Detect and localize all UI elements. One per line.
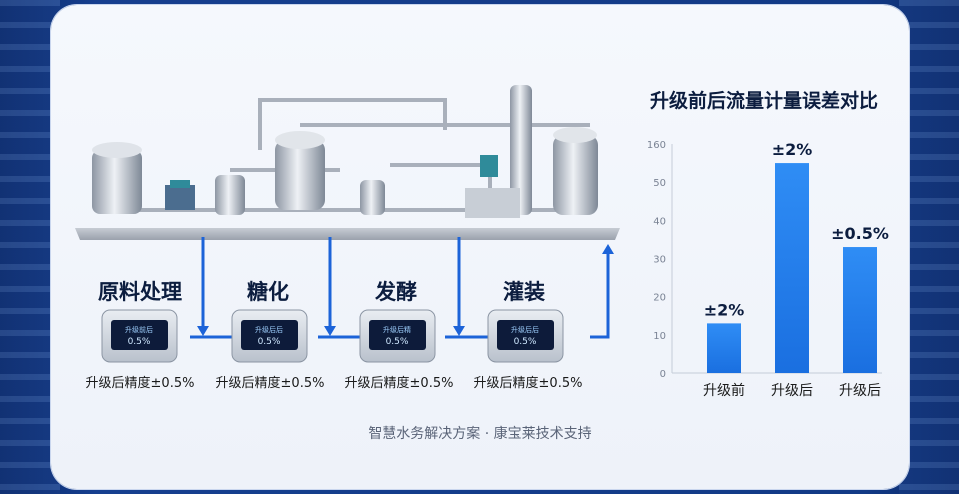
stage-label-3: 发酵 (375, 280, 417, 304)
background-factory-left (0, 0, 60, 494)
y-tick-label: 50 (653, 178, 666, 189)
distillation-column (510, 85, 532, 215)
x-tick-label: 升级后 (771, 383, 813, 399)
x-tick-label: 升级前 (703, 382, 745, 399)
arrow-down-1 (197, 326, 209, 336)
meter-reading-4: 0.5% (514, 337, 537, 347)
arrow-up-return (602, 244, 614, 254)
meter-screen-title-2: 升级后后 (255, 325, 283, 334)
meter-reading-2: 0.5% (258, 337, 281, 347)
tank-5 (553, 127, 598, 215)
y-tick-label: 10 (653, 331, 666, 342)
process-plant-illustration (75, 85, 620, 240)
tank-1 (92, 142, 142, 214)
flow-meter-1: 升级前后 0.5% (101, 309, 178, 363)
y-tick-label: 30 (653, 255, 666, 266)
meter-caption-1: 升级后精度±0.5% (85, 376, 195, 391)
meter-caption-3: 升级后精度±0.5% (344, 376, 454, 391)
meter-reading-3: 0.5% (386, 337, 409, 347)
stage-label-2: 糖化 (247, 280, 289, 304)
stage-label-4: 灌装 (503, 280, 545, 304)
chart-title: 升级前后流量计量误差对比 (650, 90, 879, 112)
bar-chart: 0 10 20 30 40 50 160 ±2% ±2% ±0.5% 升级前 升级后 升级后 (647, 140, 889, 399)
stage-label-1: 原料处理 (98, 280, 182, 304)
bar-2 (775, 163, 809, 373)
meter-screen-title-4: 升级后后 (511, 325, 539, 334)
y-tick-label: 0 (660, 369, 666, 380)
meter-screen-title-3: 升级后精 (383, 325, 411, 334)
bar-3 (843, 247, 877, 373)
y-tick-label: 160 (647, 140, 666, 151)
tank-2 (215, 175, 245, 215)
meter-caption-2: 升级后精度±0.5% (215, 376, 325, 391)
background-factory-right (899, 0, 959, 494)
meter-caption-4: 升级后精度±0.5% (473, 376, 583, 391)
equipment-skid (465, 155, 520, 218)
bar-1 (707, 323, 741, 373)
bar-data-label: ±2% (704, 300, 745, 319)
y-tick-label: 20 (653, 293, 666, 304)
flow-meter-3: 升级后精 0.5% (359, 309, 436, 363)
flow-meter-4: 升级后后 0.5% (487, 309, 564, 363)
flow-line-return (590, 250, 610, 339)
footer-text: 智慧水务解决方案 · 康宝莱技术支持 (368, 426, 592, 442)
flow-meter-2: 升级后后 0.5% (231, 309, 308, 363)
y-tick-label: 40 (653, 216, 666, 227)
pump-1 (165, 180, 195, 210)
meter-reading-1: 0.5% (128, 337, 151, 347)
arrow-down-2 (324, 326, 336, 336)
plant-floor (75, 228, 620, 240)
tank-4 (360, 180, 385, 215)
content-card (51, 5, 909, 489)
bar-data-label: ±0.5% (831, 224, 889, 243)
arrow-down-3 (453, 326, 465, 336)
x-tick-label: 升级后 (839, 383, 881, 399)
meter-screen-title-1: 升级前后 (125, 325, 153, 334)
bar-data-label: ±2% (772, 140, 813, 159)
tank-3 (275, 131, 325, 210)
